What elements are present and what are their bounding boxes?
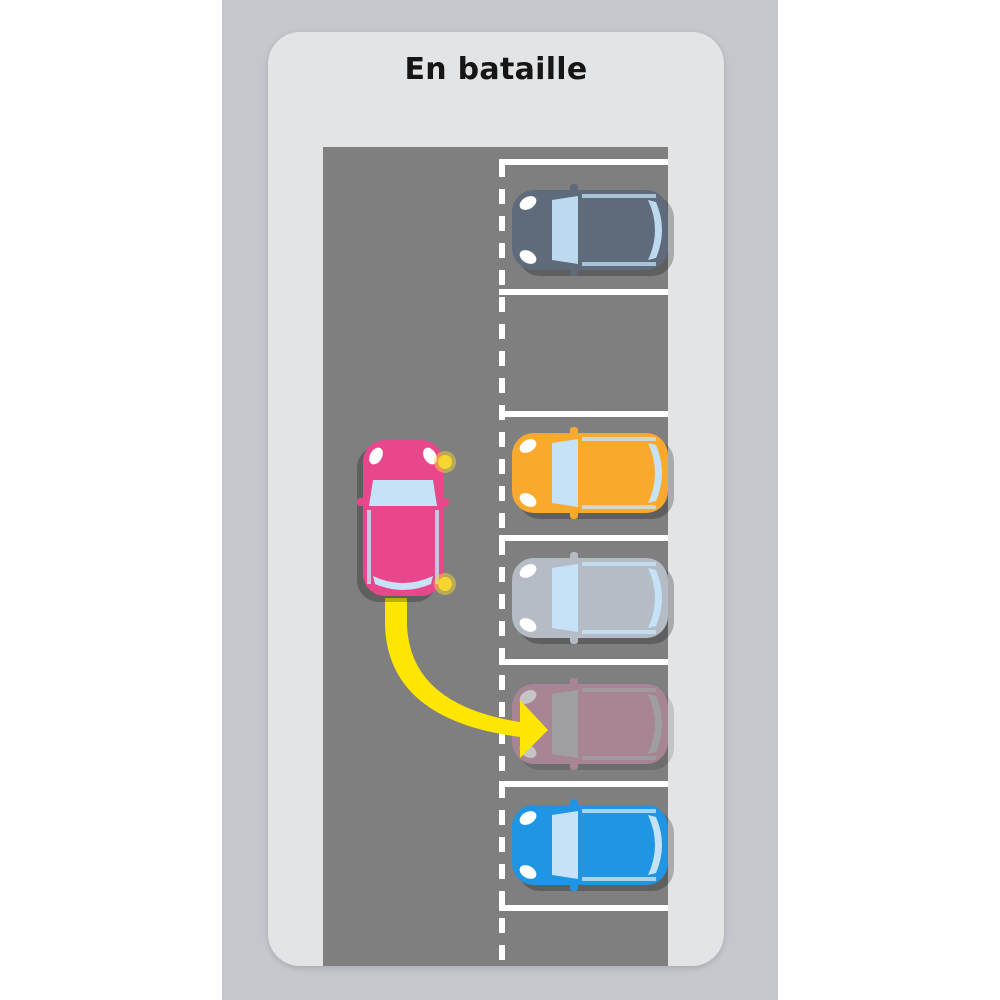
dashed-lane-line: [499, 432, 505, 447]
dashed-lane-line: [499, 837, 505, 852]
diagram-title: En bataille: [404, 52, 588, 87]
stall-line: [499, 289, 668, 295]
dashed-lane-line: [499, 945, 505, 960]
stall-line: [499, 781, 668, 787]
dashed-lane-line: [499, 675, 505, 690]
dashed-lane-line: [499, 594, 505, 609]
stall-line: [499, 659, 668, 665]
stall-line: [499, 159, 668, 165]
turn-signal-icon: [438, 577, 452, 591]
dashed-lane-line: [499, 567, 505, 582]
turn-signal-icon: [438, 455, 452, 469]
dashed-lane-line: [499, 189, 505, 204]
dashed-lane-line: [499, 270, 505, 285]
dashed-lane-line: [499, 378, 505, 393]
dashed-lane-line: [499, 864, 505, 879]
dashed-lane-line: [499, 918, 505, 933]
dashed-lane-line: [499, 729, 505, 744]
orange-car: [512, 427, 674, 519]
stall-line: [499, 905, 668, 911]
dashed-lane-line: [499, 621, 505, 636]
dark-gray-car: [512, 184, 674, 276]
dashed-lane-line: [499, 756, 505, 771]
dashed-lane-line: [499, 891, 505, 906]
dashed-lane-line: [499, 351, 505, 366]
parking-arrow: [385, 598, 548, 758]
dashed-lane-line: [499, 243, 505, 258]
ghost-target-car: [512, 678, 674, 770]
dashed-lane-line: [499, 216, 505, 231]
dashed-lane-line: [499, 540, 505, 555]
dashed-lane-line: [499, 486, 505, 501]
dashed-lane-line: [499, 513, 505, 528]
dashed-lane-line: [499, 648, 505, 663]
blue-car: [512, 799, 674, 891]
dashed-lane-line: [499, 459, 505, 474]
silver-car: [512, 552, 674, 644]
dashed-lane-line: [499, 783, 505, 798]
parking-lines: [499, 159, 668, 960]
dashed-lane-line: [499, 810, 505, 825]
pink-car: [357, 440, 449, 602]
dashed-lane-line: [499, 324, 505, 339]
stall-line: [499, 535, 668, 541]
dashed-lane-line: [499, 162, 505, 177]
dashed-lane-line: [499, 702, 505, 717]
stall-line: [499, 411, 668, 417]
dashed-lane-line: [499, 297, 505, 312]
cars: [357, 184, 674, 891]
